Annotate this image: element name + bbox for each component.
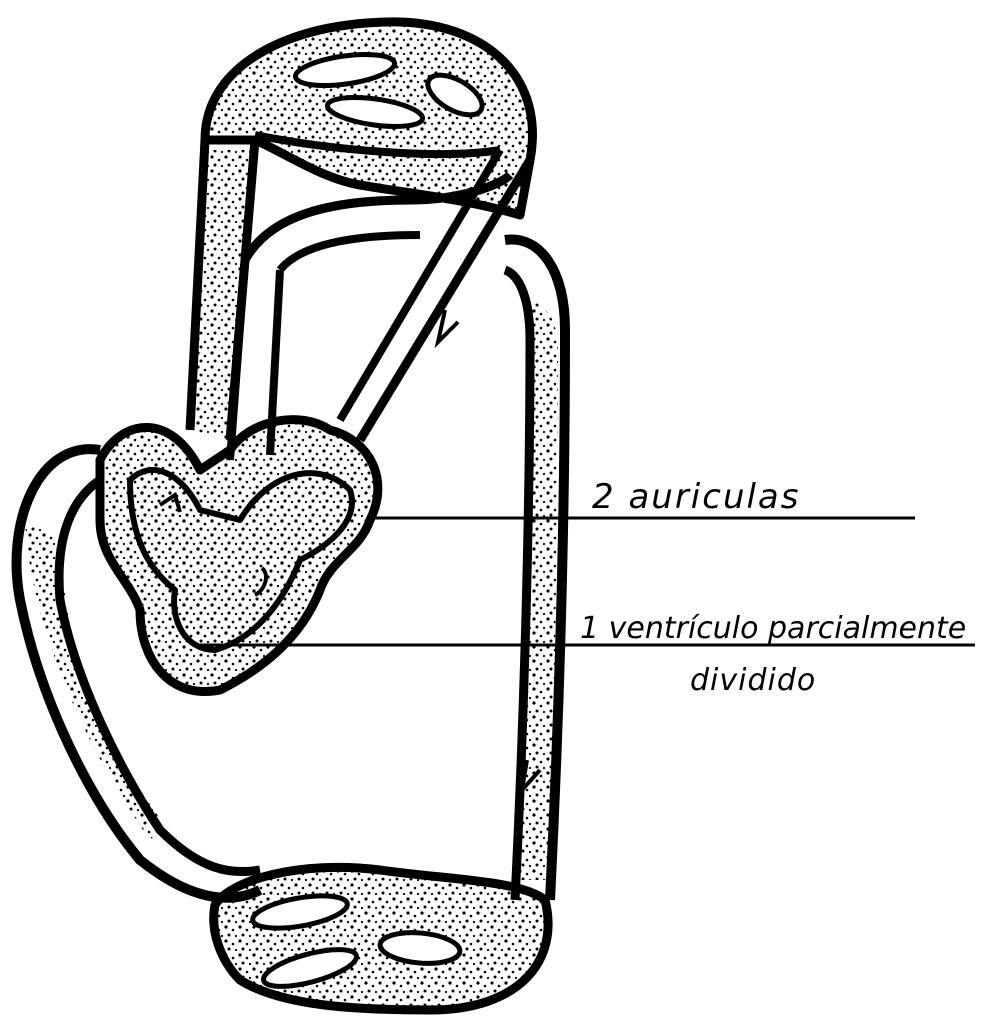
label-ventriculo: 1 ventrículo parcialmente bbox=[580, 611, 966, 646]
heart bbox=[100, 420, 378, 692]
lower-capillary-bed bbox=[214, 867, 548, 1010]
label-dividido: dividido bbox=[690, 663, 816, 698]
label-auriculas: 2 auriculas bbox=[592, 477, 801, 517]
